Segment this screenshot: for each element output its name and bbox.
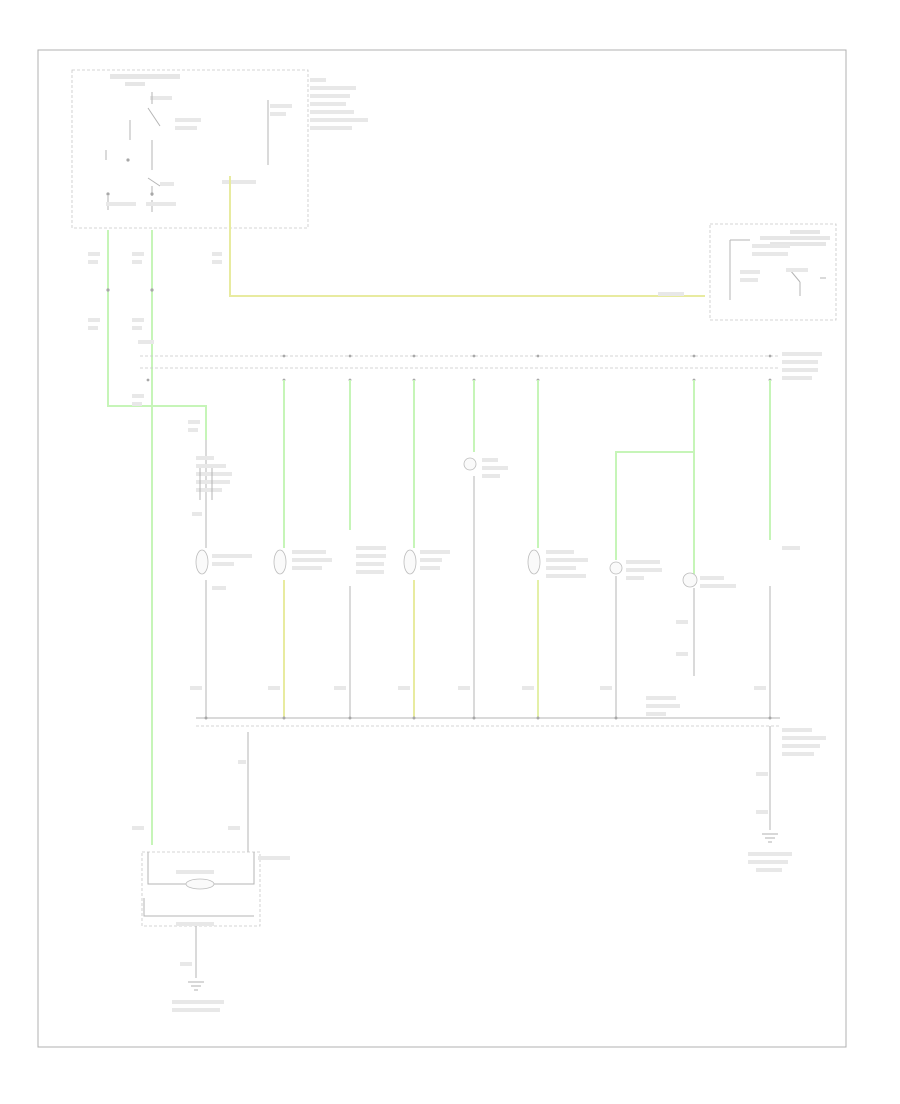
page-frame [37,49,847,1048]
top-connector [138,340,822,382]
fuse-relay-box [71,69,368,229]
left-feed-wires [88,230,207,845]
bottom-connector [190,686,826,756]
branch-wires [188,380,800,718]
relay-box [709,223,837,321]
right-ground [748,726,792,872]
rheostat-module [132,732,290,1012]
top-yellow-wire [212,176,705,297]
